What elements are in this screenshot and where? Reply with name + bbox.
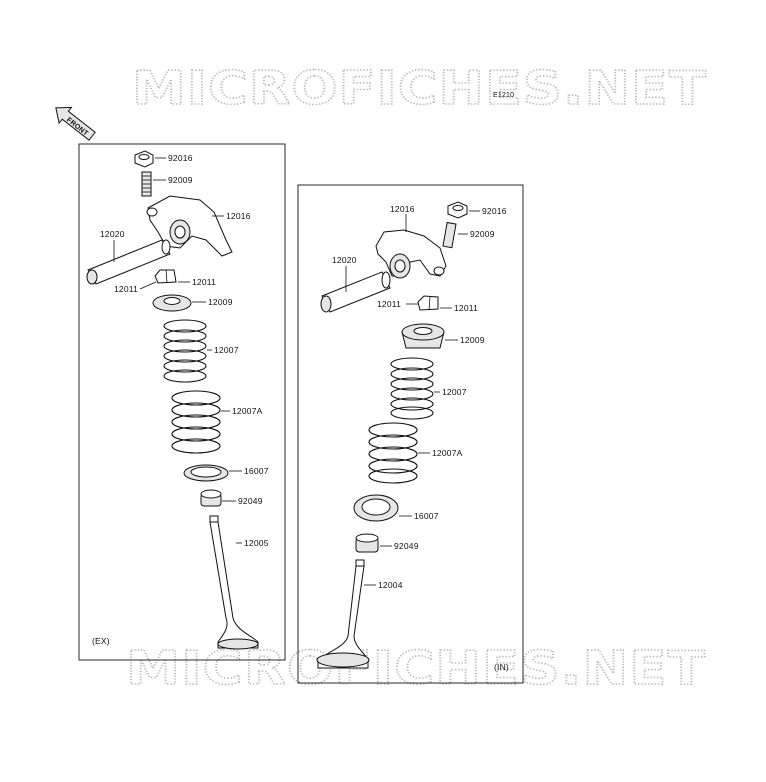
in-label-keeper-left: 12011 — [377, 299, 401, 309]
in-label-nut: 92016 — [482, 206, 507, 216]
ex-spring-inner — [163, 319, 207, 383]
in-label-spring-outer: 12007A — [432, 448, 463, 458]
diagram-code: E1210 — [493, 92, 514, 99]
exhaust-label: (EX) — [92, 636, 110, 646]
ex-label-valve: 12005 — [244, 538, 269, 548]
in-valve — [316, 559, 370, 669]
ex-spring-outer — [171, 390, 221, 454]
in-seal — [355, 533, 379, 553]
ex-label-spring-outer: 12007A — [232, 406, 263, 416]
ex-seal — [200, 489, 222, 507]
in-label-spring-seat: 16007 — [414, 511, 439, 521]
ex-shaft — [86, 239, 171, 285]
in-spring-outer — [368, 422, 418, 484]
ex-label-seal: 92049 — [238, 496, 263, 506]
exhaust-frame — [78, 143, 286, 661]
ex-valve — [209, 515, 259, 650]
ex-label-keeper-right: 12011 — [192, 277, 216, 287]
in-label-rocker-arm: 12016 — [390, 204, 415, 214]
front-arrow-icon: FRONT — [55, 106, 96, 141]
intake-label: (IN) — [494, 662, 509, 672]
intake-frame — [297, 184, 524, 684]
ex-label-rocker-arm: 12016 — [226, 211, 251, 221]
in-label-valve: 12004 — [378, 580, 403, 590]
ex-keeper — [154, 269, 177, 284]
watermark-top: MICROFICHES.NET — [132, 61, 707, 115]
ex-retainer — [152, 294, 192, 312]
in-retainer — [401, 323, 445, 349]
ex-label-nut: 92016 — [168, 153, 193, 163]
in-spring-seat — [353, 494, 399, 522]
in-label-retainer: 12009 — [460, 335, 485, 345]
in-rocker-arm — [375, 229, 447, 279]
in-adjuster — [442, 221, 457, 249]
in-label-keeper-right: 12011 — [454, 303, 478, 313]
in-spring-inner — [390, 357, 434, 420]
ex-adjuster — [141, 171, 152, 197]
in-label-shaft: 12020 — [332, 255, 357, 265]
in-keeper — [417, 295, 439, 311]
ex-label-retainer: 12009 — [208, 297, 233, 307]
watermark-bottom: MICROFICHES.NET — [126, 641, 706, 695]
ex-label-shaft: 12020 — [100, 229, 125, 239]
in-label-adjuster: 92009 — [470, 229, 495, 239]
ex-nut — [134, 150, 154, 168]
ex-label-spring-inner: 12007 — [214, 345, 239, 355]
in-nut — [447, 201, 468, 219]
in-shaft — [320, 271, 391, 313]
ex-label-spring-seat: 16007 — [244, 466, 269, 476]
ex-rocker-arm — [146, 195, 233, 257]
ex-spring-seat — [183, 464, 229, 482]
ex-label-adjuster: 92009 — [168, 175, 193, 185]
ex-label-keeper-left: 12011 — [114, 284, 138, 294]
in-label-spring-inner: 12007 — [442, 387, 467, 397]
in-label-seal: 92049 — [394, 541, 419, 551]
